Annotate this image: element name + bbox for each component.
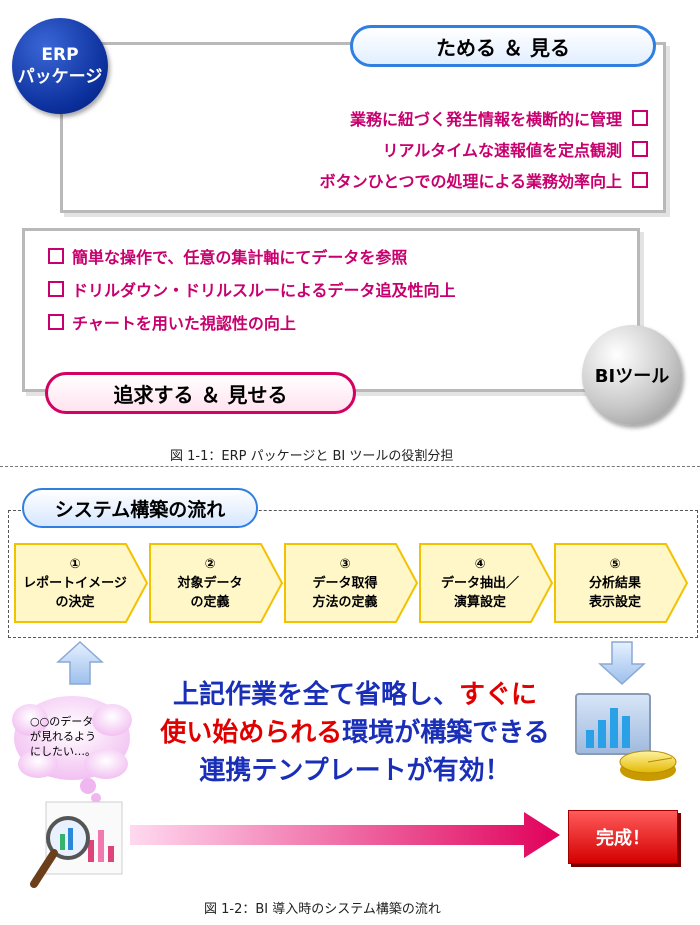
complete-badge: 完成！	[568, 810, 678, 864]
step-1-number: ①	[69, 556, 81, 572]
checkbox-icon	[48, 314, 64, 330]
bubble-line-1: ○○のデータ	[30, 715, 94, 728]
checkbox-icon	[632, 141, 648, 157]
headline-line2b: 環境が構築できる	[342, 718, 550, 748]
bi-item-1: 簡単な操作で、任意の集計軸にてデータを参照	[48, 244, 407, 268]
step-5-number: ⑤	[609, 556, 621, 572]
magnifier-report-icon	[30, 801, 123, 888]
checkbox-icon	[48, 281, 64, 297]
step-2-line1: 対象データ	[177, 575, 243, 591]
erp-item-1: 業務に紐づく発生情報を横断的に管理	[350, 106, 648, 130]
bi-tool-badge: BIツール	[582, 325, 682, 425]
step-1-line2: の決定	[55, 594, 95, 610]
headline-line1b: すぐに	[459, 680, 538, 710]
report-chart-icon	[575, 693, 677, 781]
erp-package-badge: ERP パッケージ	[12, 18, 108, 114]
step-3-line1: データ取得	[312, 575, 378, 591]
bi-item-2: ドリルダウン・ドリルスルーによるデータ追及性向上	[48, 277, 456, 301]
headline-line3: 連携テンプレートが有効！	[199, 756, 511, 786]
flow-frame	[8, 510, 698, 638]
erp-item-3: ボタンひとつでの処理による業務効率向上	[320, 168, 648, 192]
chevron-shape	[554, 543, 688, 623]
erp-item-3-text: ボタンひとつでの処理による業務効率向上	[319, 172, 622, 191]
step-1-line1: レポートイメージ	[23, 575, 127, 591]
erp-item-2-text: リアルタイムな速報値を定点観測	[382, 141, 622, 160]
step-3-line2: 方法の定義	[312, 594, 378, 610]
bi-item-3-text: チャートを用いた視認性の向上	[72, 314, 296, 333]
step-2-number: ②	[204, 556, 216, 572]
step-4-number: ④	[474, 556, 486, 572]
erp-item-1-text: 業務に紐づく発生情報を横断的に管理	[349, 110, 622, 129]
chevron-shape	[14, 543, 148, 623]
figure-1-caption: 図 1-1：ERP パッケージと BI ツールの役割分担	[170, 449, 454, 464]
checkbox-icon	[632, 172, 648, 188]
bi-item-3: チャートを用いた視認性の向上	[48, 310, 296, 334]
step-5-line2: 表示設定	[588, 594, 641, 610]
bi-item-2-text: ドリルダウン・ドリルスルーによるデータ追及性向上	[72, 281, 456, 300]
step-5: ⑤ 分析結果表示設定	[554, 543, 688, 623]
store-and-view-label: ためる ＆ 見る	[350, 25, 656, 67]
erp-badge-line1: ERP	[41, 45, 79, 65]
checkbox-icon	[632, 110, 648, 126]
bi-item-1-text: 簡単な操作で、任意の集計軸にてデータを参照	[72, 248, 408, 267]
erp-badge-line2: パッケージ	[17, 67, 103, 87]
section-divider	[0, 466, 700, 467]
step-3: ③ データ取得方法の定義	[284, 543, 418, 623]
thought-bubble	[12, 696, 132, 803]
step-4-line1: データ抽出／	[440, 575, 519, 591]
headline: 上記作業を全て省略し、すぐに 使い始められる環境が構築できる 連携テンプレートが…	[160, 676, 550, 790]
step-5-line1: 分析結果	[588, 575, 641, 591]
chevron-shape	[149, 543, 283, 623]
up-arrow-icon	[56, 640, 104, 685]
bubble-line-3: にしたい…。	[30, 745, 96, 758]
down-arrow-icon	[598, 641, 646, 686]
chevron-shape	[419, 543, 553, 623]
erp-item-2: リアルタイムな速報値を定点観測	[382, 137, 648, 161]
figure-2-caption: 図 1-2：BI 導入時のシステム構築の流れ	[204, 902, 441, 917]
step-4-line2: 演算設定	[453, 594, 506, 610]
step-2: ② 対象データの定義	[149, 543, 283, 623]
headline-line2a: 使い始められる	[160, 718, 343, 748]
step-4: ④ データ抽出／ 演算設定	[419, 543, 553, 623]
step-2-line2: の定義	[190, 594, 230, 610]
bi-panel	[22, 228, 640, 392]
headline-line1a: 上記作業を全て省略し、	[172, 680, 459, 710]
bubble-text: ○○のデータ が見れるよう にしたい…。	[30, 714, 96, 759]
bubble-line-2: が見れるよう	[30, 730, 96, 743]
progress-arrow	[130, 812, 560, 858]
step-3-number: ③	[339, 556, 351, 572]
flow-title: システム構築の流れ	[22, 488, 258, 528]
step-1: ① レポートイメージの決定	[14, 543, 148, 623]
pursue-and-show-label: 追求する ＆ 見せる	[45, 372, 356, 414]
chevron-shape	[284, 543, 418, 623]
checkbox-icon	[48, 248, 64, 264]
